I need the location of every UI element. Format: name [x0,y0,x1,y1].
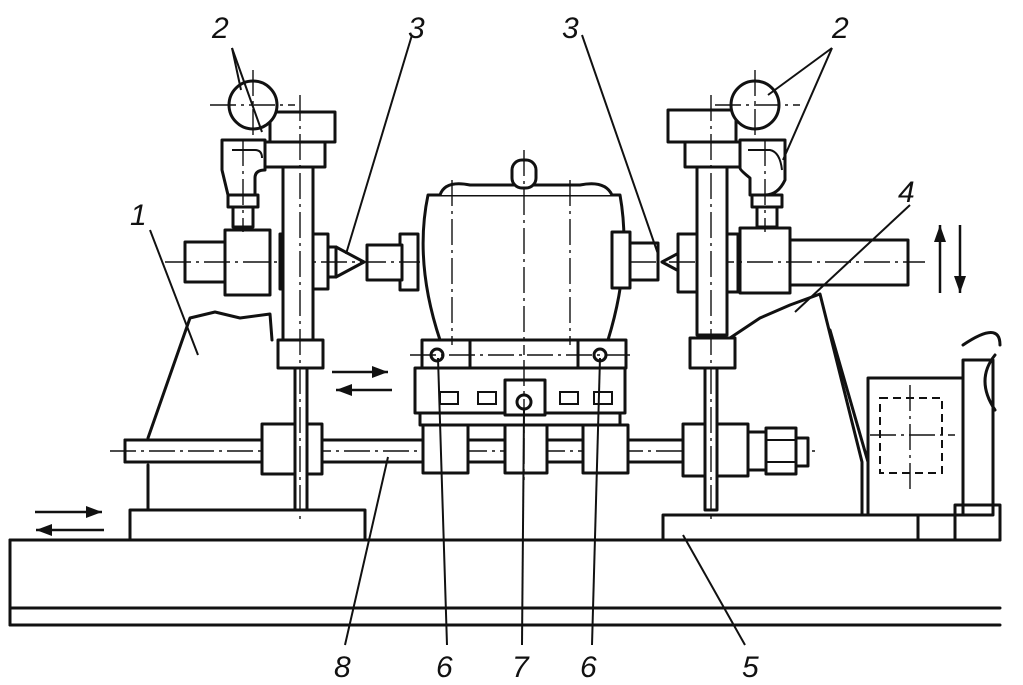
right-carriage [661,292,920,542]
label-2-right: 2 [831,12,849,45]
label-4: 4 [898,176,915,209]
left-column [263,95,337,520]
label-5: 5 [742,651,759,684]
label-3-left: 3 [408,12,425,45]
figure-labels: 2 3 3 2 1 4 8 6 7 6 5 [130,12,915,684]
label-2-left: 2 [211,12,229,45]
movement-arrows [35,225,966,536]
right-column [666,95,742,520]
left-carriage [128,310,367,542]
label-7: 7 [512,651,530,684]
label-3-right: 3 [562,12,579,45]
label-8: 8 [334,651,351,684]
right-indicator [715,70,800,232]
right-spindle [630,226,925,295]
label-1: 1 [130,199,147,232]
motor-drive [866,331,1002,542]
bed-rail [8,538,1002,627]
motor-body [365,150,660,370]
label-6-left: 6 [436,651,453,684]
label-6-right: 6 [580,651,597,684]
central-table [413,360,630,480]
leader-lines [149,34,911,646]
